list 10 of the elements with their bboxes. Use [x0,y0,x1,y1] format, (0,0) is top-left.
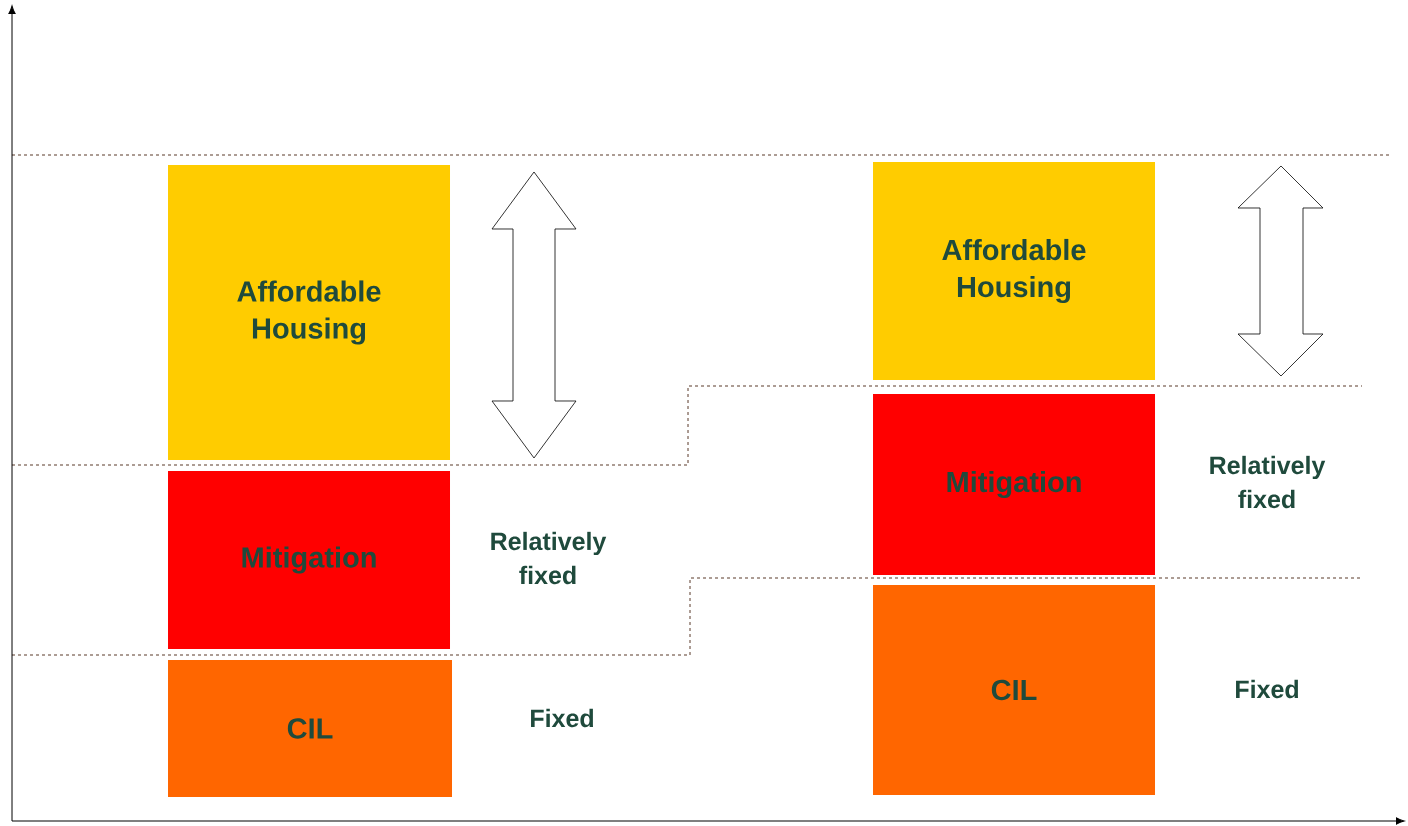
block: Affordable Housing [168,165,450,460]
block: CIL [168,660,452,797]
block: Affordable Housing [873,162,1155,380]
block: Mitigation [873,394,1155,575]
side-label: Fixed [1236,679,1298,699]
block: Mitigation [168,471,450,649]
side-label: Relatively fixed [491,531,607,585]
side-label: Fixed [531,708,593,728]
side-label: Relatively fixed [1210,455,1326,509]
block: CIL [873,585,1155,795]
